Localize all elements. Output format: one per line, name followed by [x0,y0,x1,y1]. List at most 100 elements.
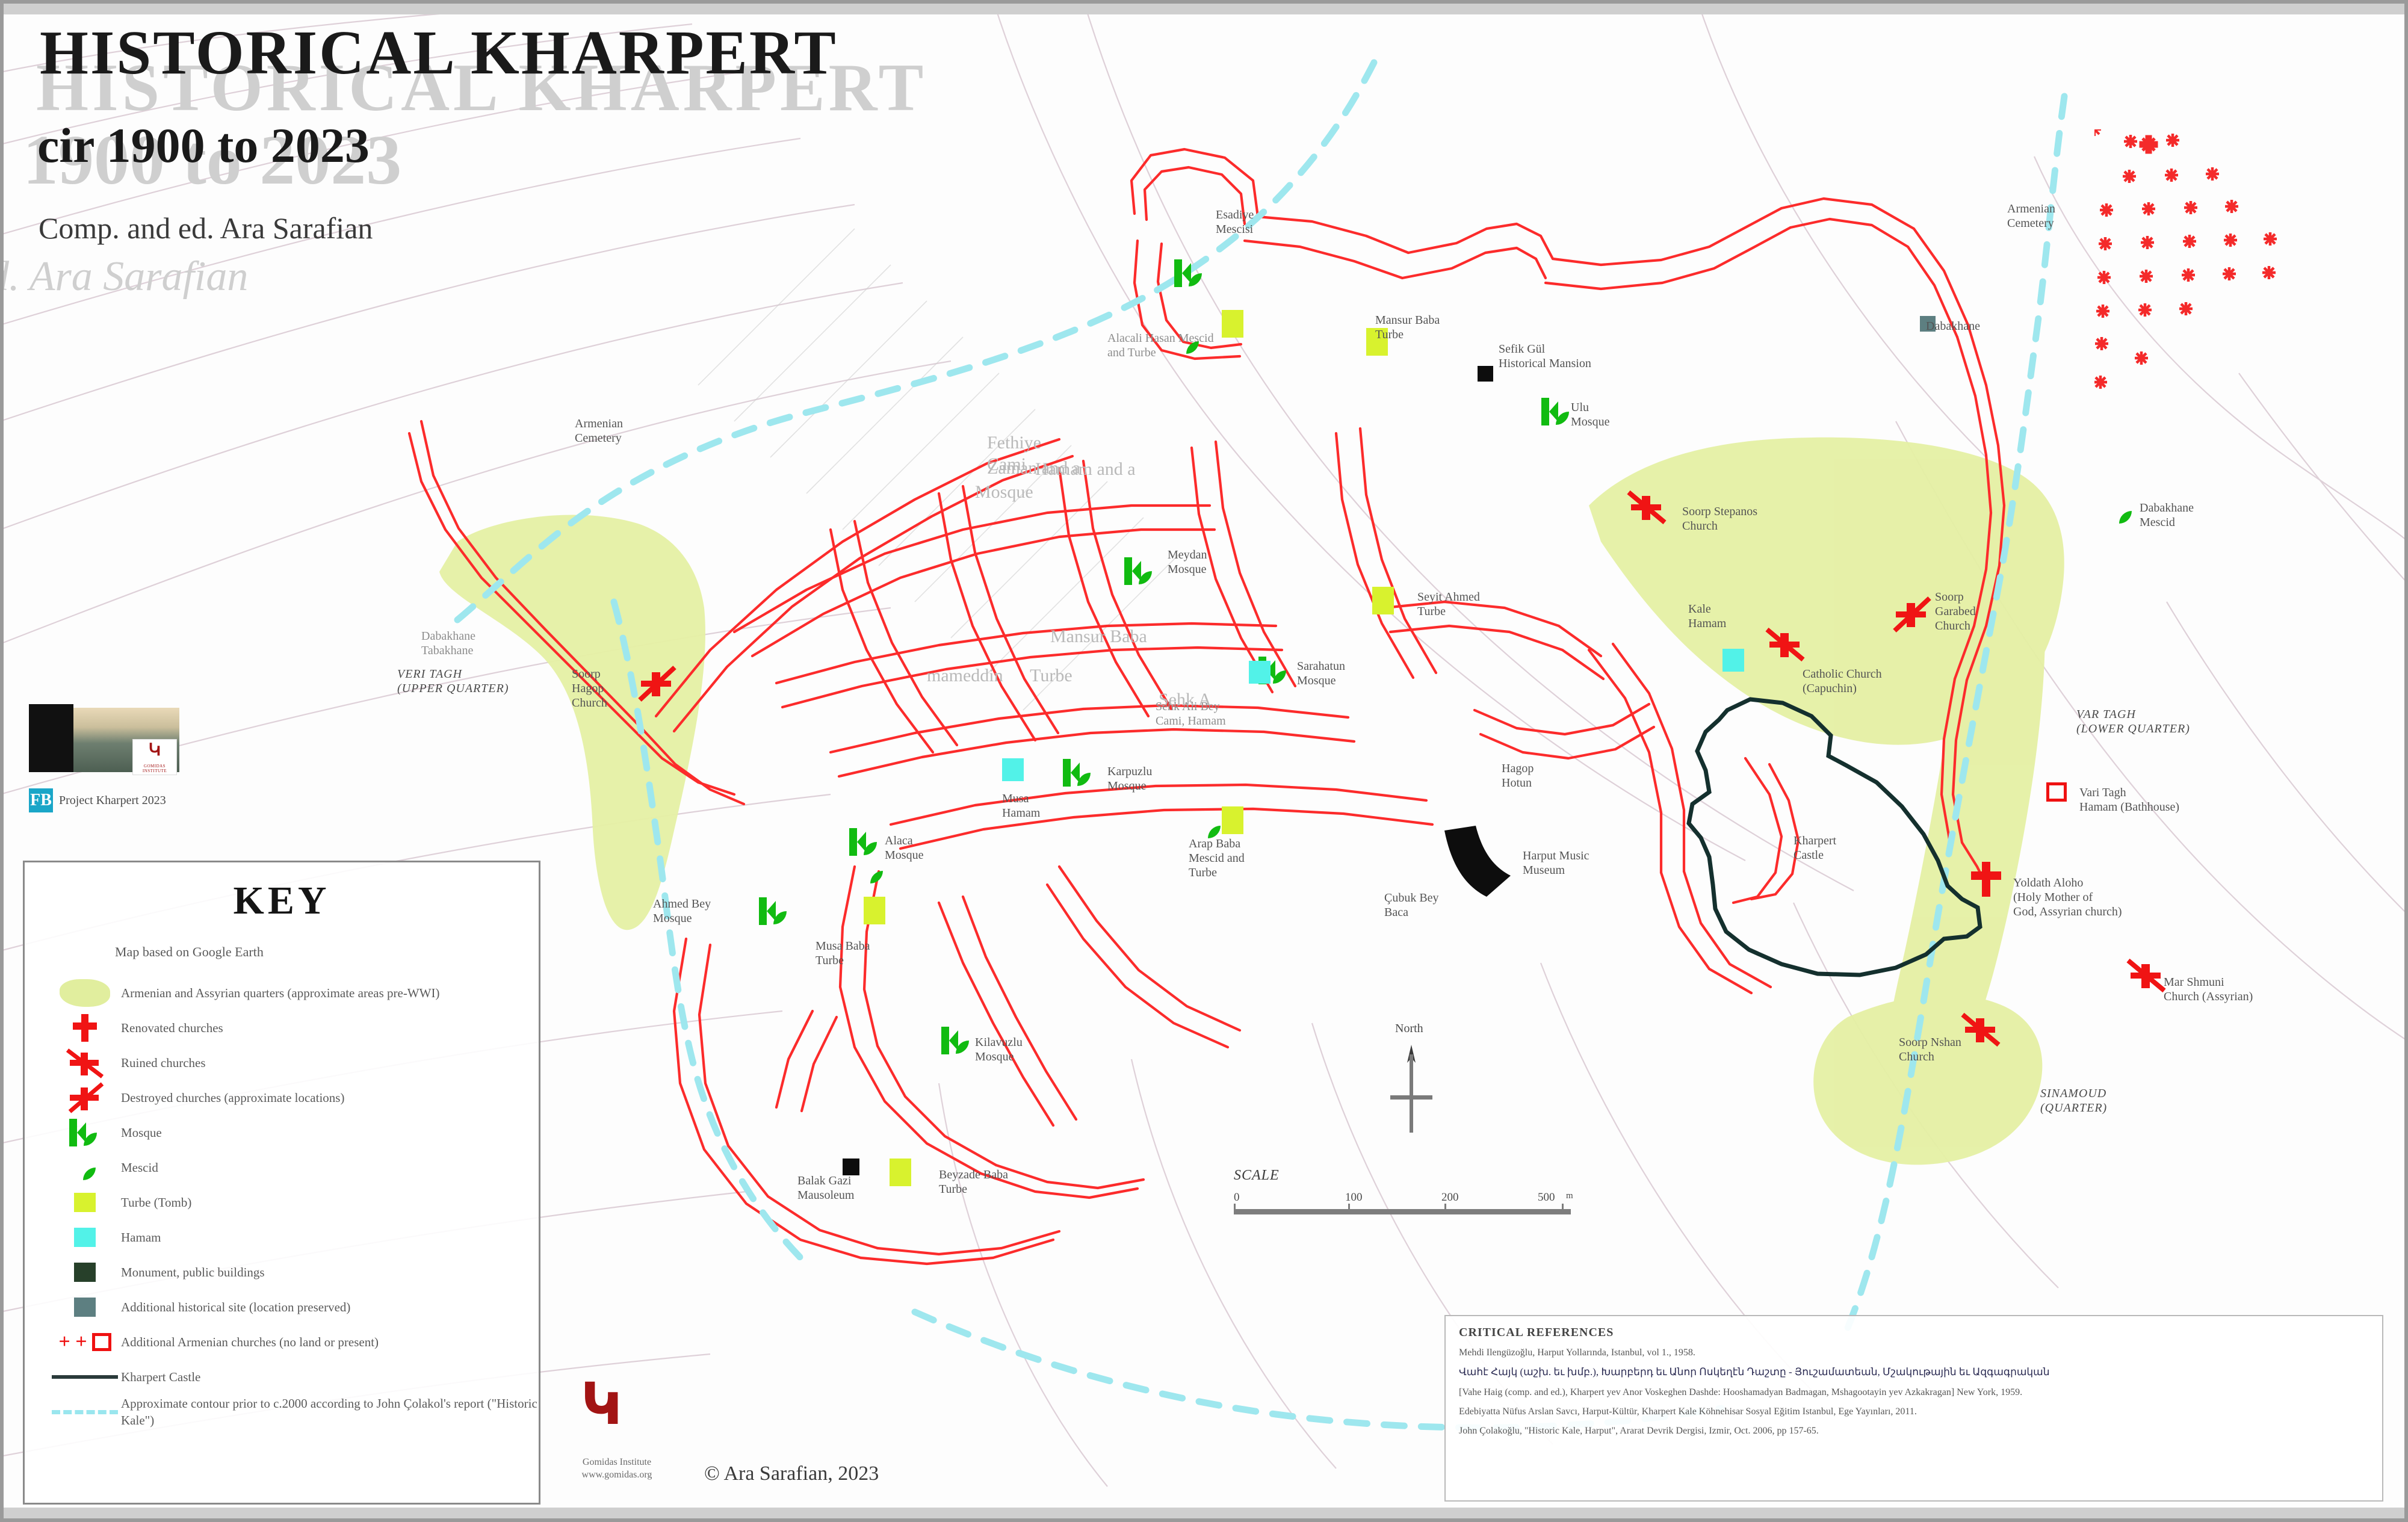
marker-turbe-mansur-baba[interactable] [1366,328,1388,356]
key-label-hamam: Hamam [121,1230,161,1245]
scale-tick-200: 200 [1441,1191,1459,1204]
gomidas-footer-glyph: Կ [581,1370,622,1438]
map-label-balak-gazi-mausoleum: Balak Gazi Mausoleum [797,1174,855,1202]
quarter-polygon-swatch [49,979,121,1007]
marker-mosque-meydan[interactable] [1121,554,1159,589]
marker-turbe-alacali[interactable] [1222,310,1243,338]
marker-hamam-musa[interactable] [1002,758,1024,781]
map-label-seyit-ahmed-turbe: Seyit Ahmed Turbe [1417,590,1480,618]
marker-hamam-kale[interactable] [1722,649,1744,672]
frame-top-bar [4,4,2404,14]
marker-turbe-beyzade-baba[interactable] [890,1159,911,1186]
key-item-turbe: Turbe (Tomb) [25,1185,539,1220]
scale-tick-500: 500 [1538,1191,1555,1204]
map-ghost-label-ghost-fethiye-cami: Fethiye Cami [987,433,1041,474]
map-ghost-label-ghost-zaman-and-a: Zaman and a [987,458,1080,478]
facebook-project-label: Project Kharpert 2023 [59,793,166,807]
key-label-mescid: Mescid [121,1160,158,1175]
map-ghost-label-ghost-hamam-and-a: Hamam and a [1035,459,1136,479]
page-credit: Comp. and ed. Ara Sarafian [39,211,373,245]
key-source-note: Map based on Google Earth [115,944,264,959]
historical-site-square-dabakhane [1920,316,1936,332]
marker-mosque-alaca[interactable] [846,824,884,859]
map-ghost-label-ghost-mamameddin-turbe: mameddin Turbe [927,666,1072,685]
key-item-mosque: Mosque [25,1115,539,1150]
key-item-castle: Kharpert Castle [25,1360,539,1394]
reference-line-3: [Vahe Haig (comp. and ed.), Kharpert yev… [1459,1387,2023,1397]
key-label-contour: Approximate contour prior to c.2000 acco… [121,1396,537,1428]
marker-mescid-arap-baba[interactable] [1195,809,1224,842]
map-label-veri-tagh-upper-quarter: VERI TAGH (UPPER QUARTER) [397,667,509,695]
marker-ruined-church-catholic[interactable] [1763,626,1806,663]
north-label: North [1395,1022,1423,1035]
castle-line-icon [49,1375,121,1379]
key-item-monument: Monument, public buildings [25,1255,539,1290]
marker-mosque-esadiye[interactable] [1171,256,1209,291]
facebook-icon[interactable]: FB [29,788,53,812]
marker-renovated-church-yoldath-aloho[interactable] [1969,859,2003,899]
scale-tick-100: 100 [1345,1191,1363,1204]
marker-mosque-karpuzlu[interactable] [1059,755,1098,790]
map-label-dabakhane-upper: Dabakhane [1926,320,1980,333]
marker-destroyed-church-soorp-hagop[interactable] [635,665,677,702]
marker-ruined-church-soorp-garabed[interactable] [1890,596,1932,633]
map-ghost-label-ghost-mosque: Mosque [975,482,1033,502]
reference-line-2: Վահէ Հայկ (աշխ. եւ խմբ.), Խարբերդ եւ Անո… [1459,1366,2050,1378]
map-label-dabakhane-mescid: Dabakhane Mescid [2140,501,2194,529]
gomidas-footer-logo: Կ [581,1375,653,1447]
marker-turbe-arap-baba[interactable] [1222,806,1243,834]
monument-square-balak-gazi [843,1159,859,1175]
gomidas-logo-line1: GOMIDAS [143,764,166,769]
map-label-alaca-mosque: Alaca Mosque [885,834,924,862]
key-label-destroyed-churches: Destroyed churches (approximate location… [121,1090,345,1105]
key-label-historical-site: Additional historical site (location pre… [121,1299,351,1314]
map-label-var-tagh-lower-quarter: VAR TAGH (LOWER QUARTER) [2076,708,2190,735]
monument-square-cubuk-bey [1478,868,1493,884]
key-label-renovated-churches: Renovated churches [121,1020,223,1035]
marker-mescid-dabakhane[interactable] [2106,495,2135,527]
key-label-mosque: Mosque [121,1125,162,1140]
mescid-crescent-icon [49,1151,121,1184]
marker-ruined-church-soorp-stepanos[interactable] [1625,489,1667,526]
map-label-esadiye-mescid: Esadiye Mescisi [1216,208,1254,236]
marker-mosque-kilavuzlu[interactable] [938,1023,976,1058]
key-label-monument: Monument, public buildings [121,1264,265,1279]
map-label-soorp-stepanos-church: Soorp Stepanos Church [1682,505,1757,533]
harput-music-museum-shape [1444,826,1511,897]
marker-hamam-sehk-ali-bey[interactable] [1249,661,1271,684]
marker-mosque-ahmed-bey[interactable] [755,894,794,929]
marker-ruined-church-soorp-nshan[interactable] [1959,1011,2001,1048]
marker-mosque-ulu[interactable] [1538,394,1576,429]
marker-additional-site-vari-tagh[interactable] [2046,782,2067,802]
map-label-mansur-baba-turbe: Mansur Baba Turbe [1375,314,1440,341]
page-title: HISTORICAL KHARPERT [40,18,838,87]
marker-mescid-lower-left[interactable] [858,855,887,887]
map-label-beyzade-baba-turbe: Beyzade Baba Turbe [939,1168,1008,1196]
marker-mescid-alacali[interactable] [1174,325,1202,357]
marker-ruined-church-mar-shmuni[interactable] [2125,957,2167,994]
key-item-hamam: Hamam [25,1220,539,1255]
mosque-crescent-minaret-icon [49,1115,121,1150]
reference-line-5: John Çolakoğlu, "Historic Kale, Harput",… [1459,1426,1819,1437]
map-label-armenian-cemetery-left: Armenian Cemetery [575,417,623,445]
map-label-dabakhane-tabakhane: Dabakhane Tabakhane [421,630,475,657]
facebook-link-row[interactable]: FB Project Kharpert 2023 [29,788,166,812]
scale-label: SCALE [1234,1168,1280,1183]
armenian-cemetery-crosses [2139,135,2158,154]
marker-turbe-musa-baba[interactable] [864,897,885,924]
kharpert-castle-outline [1686,697,1982,977]
map-label-musa-hamam: Musa Hamam [1002,792,1041,820]
red-cross-icon [49,1012,121,1044]
copyright-text: © Ara Sarafian, 2023 [704,1462,879,1485]
key-label-quarters: Armenian and Assyrian quarters (approxim… [121,985,440,1000]
marker-turbe-seyit-ahmed[interactable] [1372,587,1394,614]
scale-bar-widget: SCALE 0 100 200 500 m [1234,1168,1573,1214]
key-heading: KEY [233,879,330,923]
historical-site-square-icon [49,1298,121,1317]
key-item-renovated-churches: Renovated churches [25,1010,539,1045]
map-label-ulu-mosque: Ulu Mosque [1571,401,1610,428]
key-item-destroyed-churches: Destroyed churches (approximate location… [25,1080,539,1115]
ruined-church-star-icon [49,1045,121,1080]
map-label-sefik-gul-historical-mansion: Sefik Gül Historical Mansion [1499,342,1591,370]
